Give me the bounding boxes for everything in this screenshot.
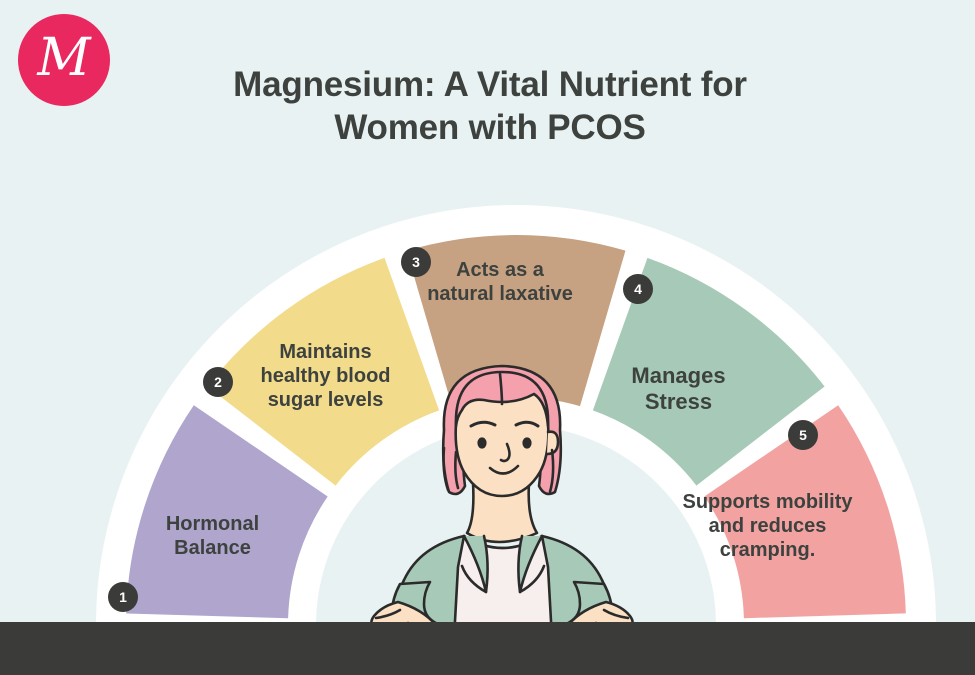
segment-number-badge-3: 3 xyxy=(401,247,431,277)
segment-number-badge-4: 4 xyxy=(623,274,653,304)
donut-segment-2[interactable] xyxy=(207,257,440,486)
donut-segment-4[interactable] xyxy=(592,257,825,486)
donut-segment-5[interactable] xyxy=(704,405,906,619)
donut-segment-3[interactable] xyxy=(406,235,626,407)
segment-number-badge-1: 1 xyxy=(108,582,138,612)
page-title-line-2: Women with PCOS xyxy=(334,107,646,147)
page-title: Magnesium: A Vital Nutrient for Women wi… xyxy=(180,64,800,149)
segment-number-badge-5: 5 xyxy=(788,420,818,450)
brand-logo: M xyxy=(18,14,110,106)
segment-number-badge-2: 2 xyxy=(203,367,233,397)
page-title-line-1: Magnesium: A Vital Nutrient for xyxy=(233,65,747,104)
donut-segments xyxy=(126,235,906,619)
donut-segment-1[interactable] xyxy=(126,405,328,619)
bottom-bar xyxy=(0,622,975,675)
m-monogram-logo-icon: M xyxy=(37,28,91,88)
